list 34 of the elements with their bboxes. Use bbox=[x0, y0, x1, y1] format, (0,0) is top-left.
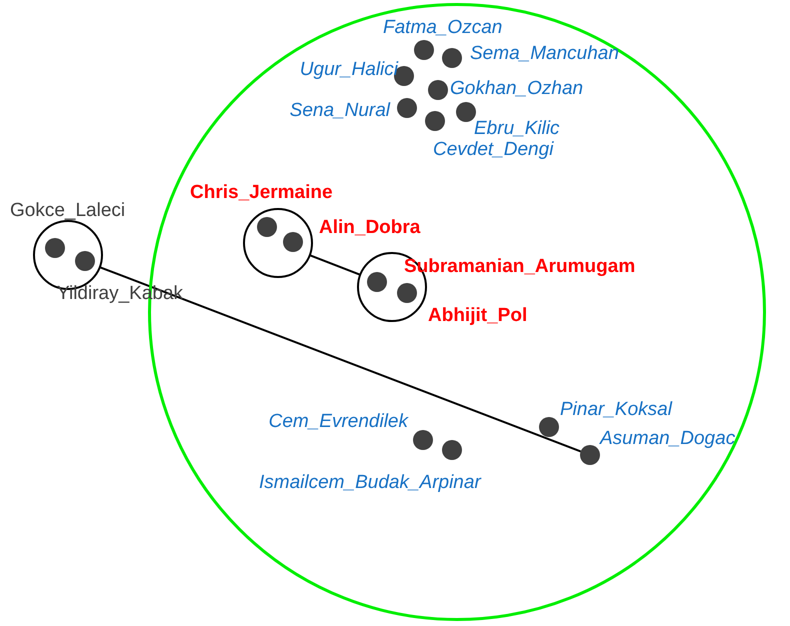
name-label: Alin_Dobra bbox=[319, 217, 420, 239]
author-dot bbox=[367, 272, 387, 292]
author-dot bbox=[442, 440, 462, 460]
author-dot bbox=[456, 102, 476, 122]
author-dot bbox=[414, 40, 434, 60]
author-dot bbox=[425, 111, 445, 131]
name-label: Asuman_Dogac bbox=[600, 428, 736, 450]
author-dot bbox=[428, 80, 448, 100]
name-label: Ugur_Halici bbox=[300, 59, 398, 81]
author-dot bbox=[580, 445, 600, 465]
author-dot bbox=[283, 232, 303, 252]
name-label: Sema_Mancuhan bbox=[470, 43, 619, 65]
author-dot bbox=[75, 251, 95, 271]
group-circle bbox=[243, 208, 313, 278]
name-label: Pinar_Koksal bbox=[560, 399, 672, 421]
name-label: Chris_Jermaine bbox=[190, 182, 333, 204]
name-label: Ismailcem_Budak_Arpinar bbox=[259, 472, 481, 494]
name-label: Ebru_Kilic bbox=[474, 118, 560, 140]
connector-line bbox=[100, 266, 582, 452]
author-dot bbox=[539, 417, 559, 437]
author-dot bbox=[257, 217, 277, 237]
author-dot bbox=[397, 98, 417, 118]
connector-line bbox=[310, 254, 360, 276]
name-label: Fatma_Ozcan bbox=[383, 17, 502, 39]
author-dot bbox=[45, 238, 65, 258]
author-dot bbox=[397, 283, 417, 303]
name-label: Sena_Nural bbox=[290, 100, 390, 122]
name-label: Gokce_Laleci bbox=[10, 200, 126, 222]
author-dot bbox=[413, 430, 433, 450]
name-label: Cem_Evrendilek bbox=[268, 411, 408, 433]
name-label: Cevdet_Dengi bbox=[433, 139, 554, 161]
name-label: Gokhan_Ozhan bbox=[450, 78, 584, 100]
author-dot bbox=[442, 48, 462, 68]
name-label: Abhijit_Pol bbox=[428, 305, 528, 327]
